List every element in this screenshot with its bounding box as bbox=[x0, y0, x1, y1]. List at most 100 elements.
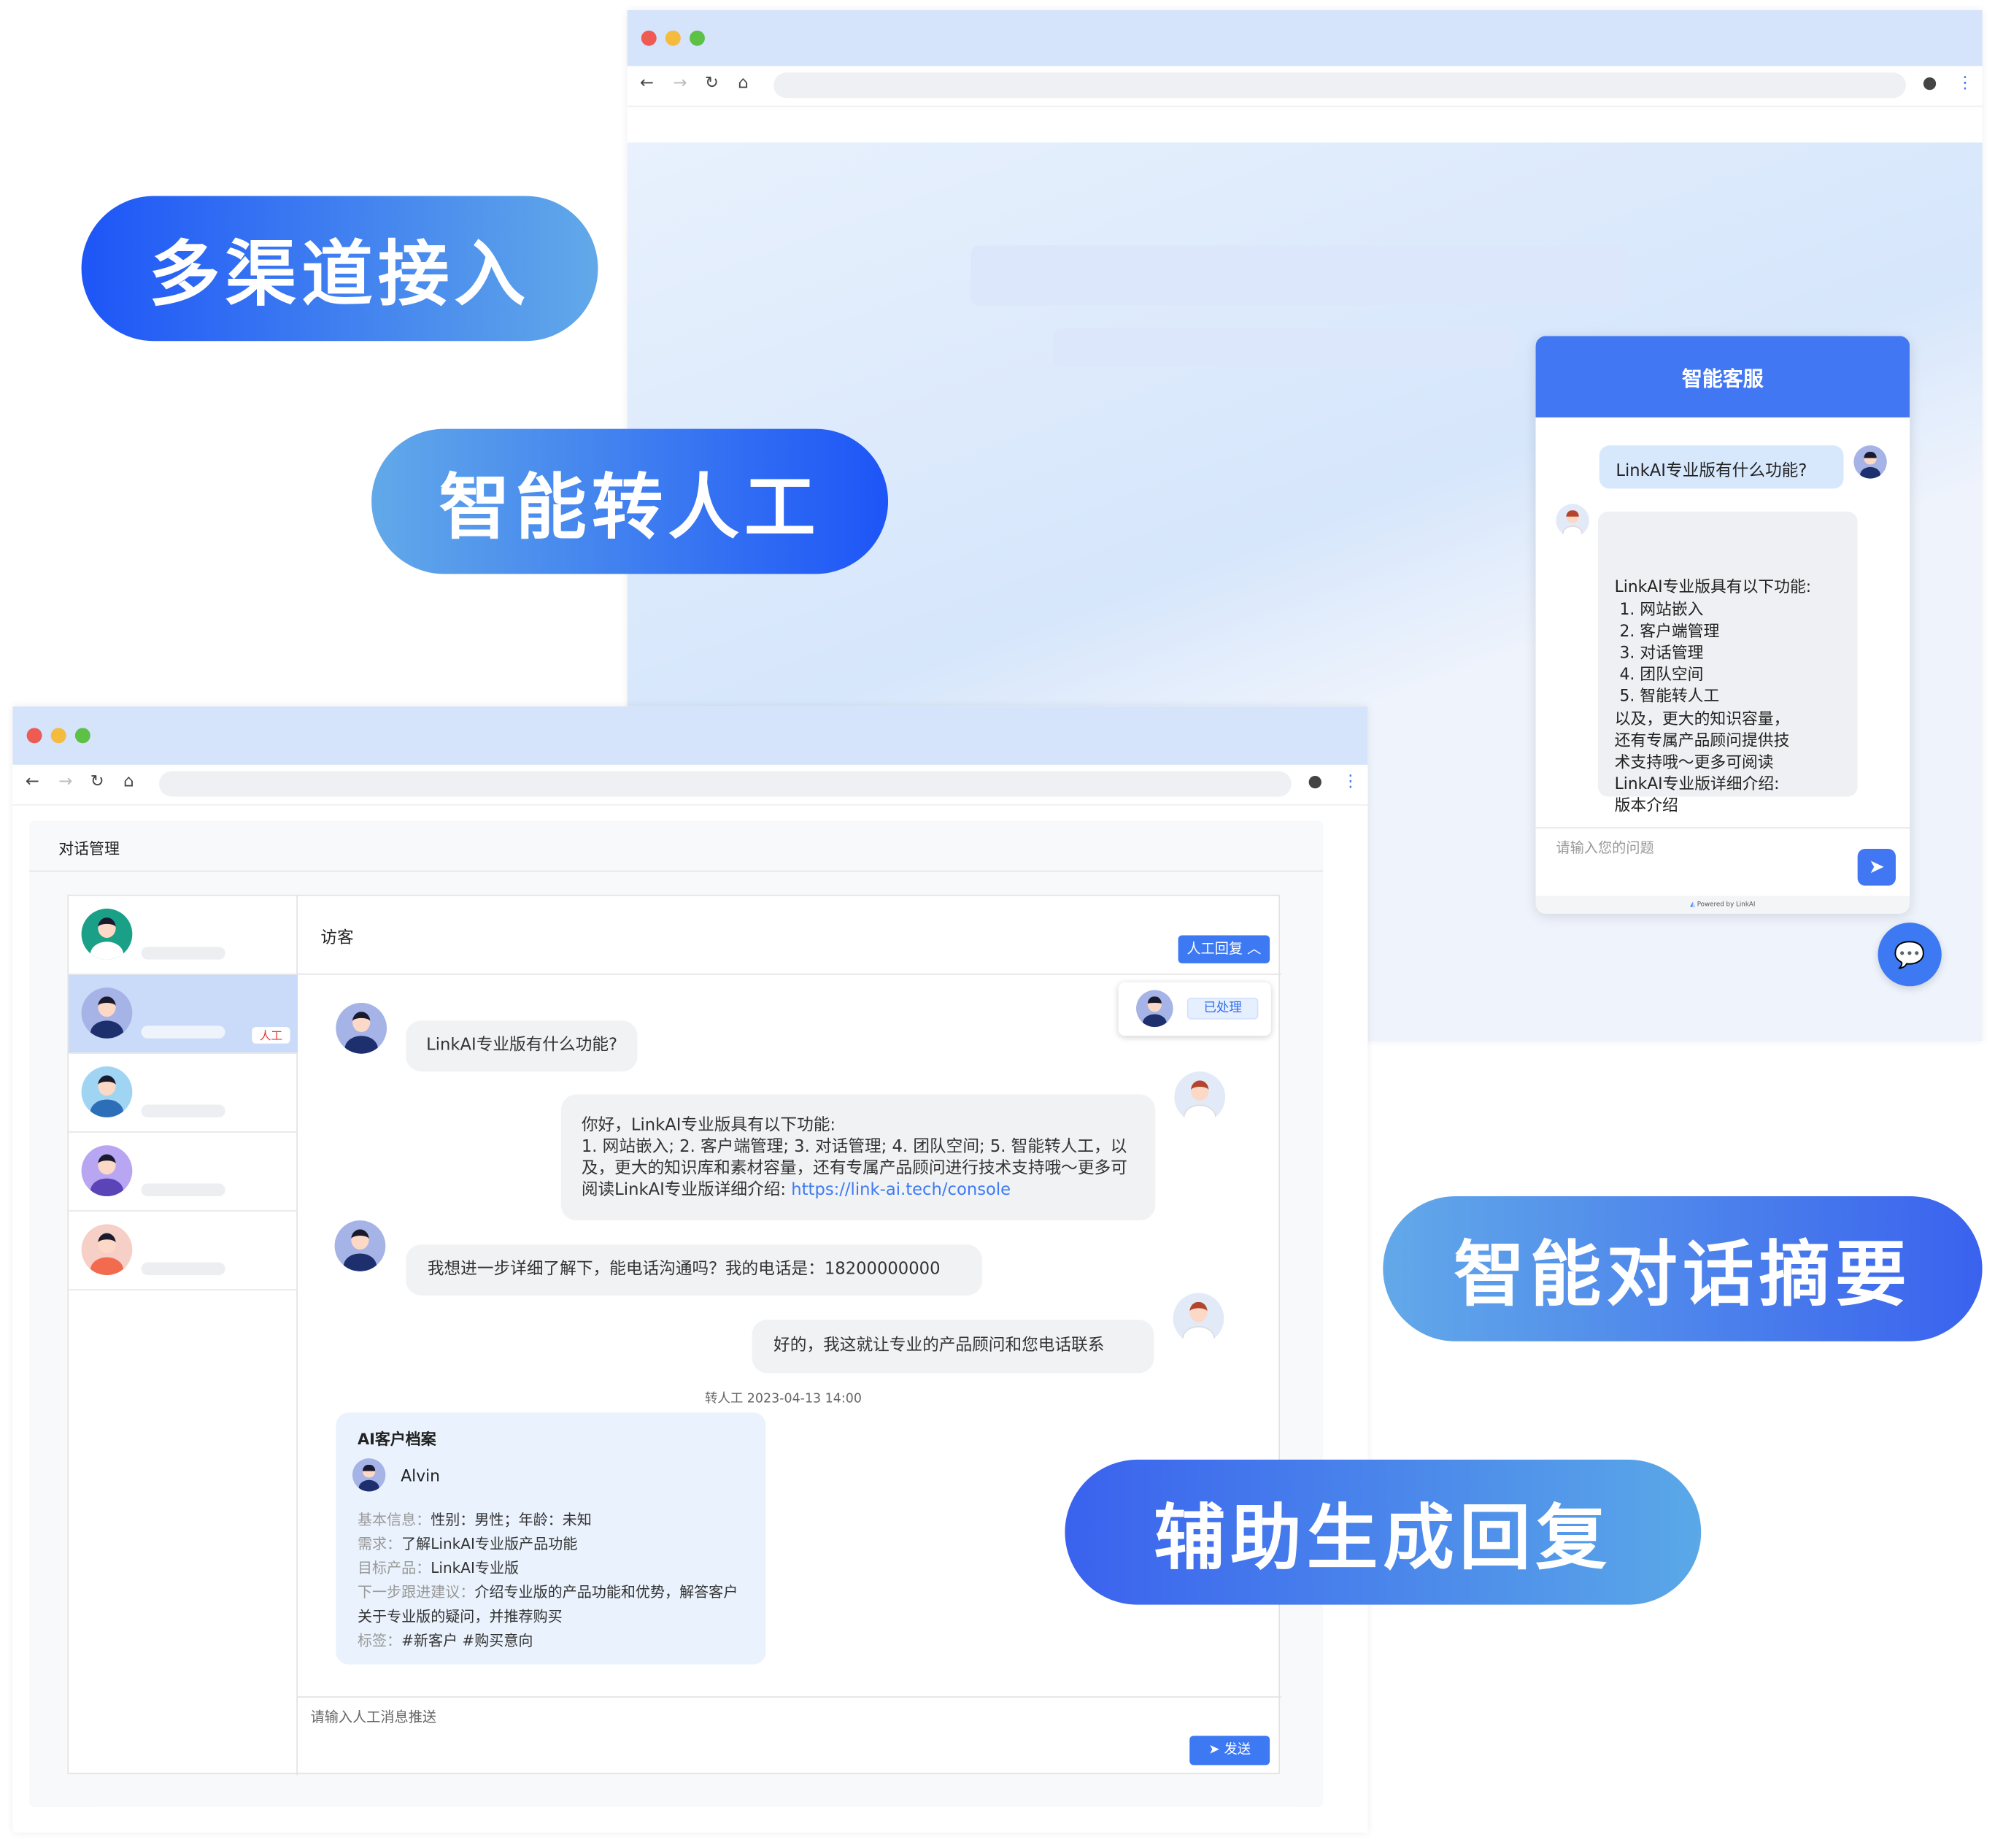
bot-avatar bbox=[1556, 504, 1589, 537]
browser-toolbar: ← → ↻ ⌂ ● ⋮ bbox=[12, 764, 1368, 806]
transfer-note: 转人工 2023-04-13 14:00 bbox=[704, 1392, 862, 1406]
send-button[interactable]: ➤ 发送 bbox=[1189, 1736, 1270, 1766]
feature-pill: 辅助生成回复 bbox=[1065, 1459, 1702, 1605]
list-item[interactable] bbox=[69, 896, 298, 975]
send-icon: ➤ bbox=[1208, 1741, 1224, 1757]
title-bar bbox=[12, 706, 1368, 765]
handled-card[interactable]: 已处理 bbox=[1118, 982, 1271, 1036]
console-panel: 对话管理 人工 访客 人工回复 ︿ 已处理 bbox=[29, 820, 1324, 1807]
powered-by: ◭ Powered by LinkAI bbox=[1535, 896, 1910, 914]
bot-line: LinkAI专业版具有以下功能: bbox=[1614, 577, 1812, 596]
bot-message-bubble: LinkAI专业版具有以下功能: 1. 网站嵌入 2. 客户端管理 3. 对话管… bbox=[1597, 511, 1858, 815]
close-dot[interactable] bbox=[641, 30, 657, 46]
profile-row-value: 介绍专业版的产品功能和优势，解答客户关于专业版的疑问，并推荐购买 bbox=[357, 1583, 738, 1625]
profile-row: 下一步跟进建议：介绍专业版的产品功能和优势，解答客户关于专业版的疑问，并推荐购买 bbox=[358, 1581, 746, 1629]
bot-line: 4. 团队空间 bbox=[1614, 664, 1704, 684]
list-item[interactable] bbox=[69, 1054, 298, 1133]
widget-send-button[interactable]: ➤ bbox=[1857, 848, 1896, 886]
avatar bbox=[81, 908, 133, 960]
address-bar[interactable] bbox=[158, 771, 1292, 797]
reload-icon[interactable]: ↻ bbox=[90, 772, 104, 792]
visitor-label: 访客 bbox=[320, 928, 354, 948]
chat-widget: 智能客服 LinkAI专业版有什么功能? LinkAI专业版具有以下功能: 1.… bbox=[1535, 336, 1910, 914]
bot-line: 2. 客户端管理 bbox=[1614, 620, 1720, 640]
back-icon[interactable]: ← bbox=[25, 772, 39, 792]
avatar bbox=[81, 987, 133, 1039]
chat-bubble-icon: 💬 bbox=[1894, 939, 1926, 970]
profile-name: Alvin bbox=[401, 1466, 440, 1485]
browser-toolbar: ← → ↻ ⌂ ● ⋮ bbox=[627, 66, 1983, 107]
chevron-up-icon: ︿ bbox=[1247, 940, 1262, 958]
chat-launcher-button[interactable]: 💬 bbox=[1878, 923, 1942, 987]
list-item-selected[interactable]: 人工 bbox=[69, 974, 298, 1054]
list-item[interactable] bbox=[69, 1133, 298, 1212]
agent-avatar bbox=[1174, 1071, 1226, 1123]
placeholder-bar bbox=[971, 245, 1628, 306]
visitor-message: LinkAI专业版有什么功能? bbox=[406, 1020, 638, 1072]
profile-avatar bbox=[352, 1458, 386, 1492]
forward-icon[interactable]: → bbox=[58, 772, 73, 792]
avatar bbox=[81, 1224, 133, 1276]
profile-icon[interactable]: ● bbox=[1922, 74, 1937, 93]
widget-header: 智能客服 bbox=[1535, 336, 1910, 417]
send-icon: ➤ bbox=[1868, 855, 1885, 879]
profile-row-value: #新客户 #购买意向 bbox=[401, 1631, 533, 1649]
bot-line: 版本介绍 bbox=[1614, 796, 1678, 815]
user-message-bubble: LinkAI专业版有什么功能? bbox=[1599, 445, 1844, 489]
feature-pill: 智能对话摘要 bbox=[1383, 1196, 1983, 1341]
home-icon[interactable]: ⌂ bbox=[123, 772, 134, 792]
avatar bbox=[81, 1066, 133, 1117]
avatar bbox=[81, 1145, 133, 1196]
conversation-box: 人工 访客 人工回复 ︿ 已处理 LinkAI专业版有什么功能? 你好，Link… bbox=[67, 894, 1281, 1776]
user-avatar bbox=[1853, 445, 1887, 479]
list-item[interactable] bbox=[69, 1212, 298, 1291]
profile-title: AI客户档案 bbox=[357, 1430, 436, 1449]
close-dot[interactable] bbox=[26, 728, 42, 744]
menu-icon[interactable]: ⋮ bbox=[1342, 772, 1359, 792]
profile-row-value: 了解LinkAI专业版产品功能 bbox=[401, 1534, 578, 1553]
reload-icon[interactable]: ↻ bbox=[704, 74, 719, 93]
profile-icon[interactable]: ● bbox=[1308, 772, 1323, 792]
profile-row: 需求：了解LinkAI专业版产品功能 bbox=[358, 1532, 746, 1556]
bot-line: 3. 对话管理 bbox=[1614, 642, 1704, 662]
forward-icon[interactable]: → bbox=[673, 74, 687, 93]
agent-message: 好的，我这就让专业的产品顾问和您电话联系 bbox=[752, 1320, 1154, 1374]
bot-lines: LinkAI专业版具有以下功能: 1. 网站嵌入 2. 客户端管理 3. 对话管… bbox=[1615, 576, 1841, 817]
page-title: 对话管理 bbox=[58, 839, 120, 858]
manual-message-input[interactable]: 请输入人工消息推送 bbox=[310, 1709, 437, 1726]
profile-row: 目标产品：LinkAI专业版 bbox=[358, 1556, 746, 1580]
profile-row-label: 下一步跟进建议： bbox=[357, 1583, 475, 1601]
bot-line: 5. 智能转人工 bbox=[1614, 686, 1720, 706]
minimize-dot[interactable] bbox=[665, 30, 681, 46]
minimize-dot[interactable] bbox=[50, 728, 66, 744]
bot-line: 以及，更大的知识容量， bbox=[1614, 708, 1790, 728]
profile-row-label: 目标产品： bbox=[357, 1558, 431, 1577]
feature-pill: 多渠道接入 bbox=[81, 196, 598, 342]
placeholder-bar bbox=[1053, 328, 1514, 367]
profile-row-label: 标签： bbox=[357, 1631, 402, 1649]
bot-line: LinkAI专业版详细介绍: bbox=[1614, 774, 1780, 793]
agent-avatar bbox=[1173, 1293, 1224, 1344]
address-bar[interactable] bbox=[773, 72, 1906, 99]
maximize-dot[interactable] bbox=[74, 728, 90, 744]
back-icon[interactable]: ← bbox=[640, 74, 655, 93]
visitor-avatar bbox=[334, 1220, 386, 1271]
widget-input[interactable]: 请输入您的问题 bbox=[1556, 839, 1654, 857]
profile-row-value: LinkAI专业版 bbox=[431, 1558, 520, 1577]
bot-line: 术支持哦～更多可阅读 bbox=[1614, 752, 1774, 771]
browser-window-console: ← → ↻ ⌂ ● ⋮ 对话管理 人工 访客 人工回复 ︿ bbox=[12, 706, 1368, 1833]
home-icon[interactable]: ⌂ bbox=[738, 74, 749, 93]
profile-row-value: 性别：男性；年龄：未知 bbox=[431, 1510, 592, 1529]
linkai-logo-icon: ◭ bbox=[1690, 901, 1697, 909]
conversation-list: 人工 bbox=[69, 896, 298, 1776]
visitor-message: 我想进一步详细了解下，能电话沟通吗？我的电话是：18200000000 bbox=[406, 1244, 983, 1295]
divider bbox=[298, 1696, 1281, 1698]
menu-icon[interactable]: ⋮ bbox=[1956, 74, 1974, 93]
manual-reply-button[interactable]: 人工回复 ︿ bbox=[1178, 935, 1270, 963]
console-link[interactable]: https://link-ai.tech/console bbox=[791, 1181, 1011, 1201]
visitor-avatar bbox=[336, 1002, 387, 1054]
maximize-dot[interactable] bbox=[690, 30, 705, 46]
bot-line: 还有专属产品顾问提供技 bbox=[1614, 730, 1790, 750]
widget-divider bbox=[1535, 827, 1910, 829]
agent-message: 你好，LinkAI专业版具有以下功能: 1. 网站嵌入; 2. 客户端管理; 3… bbox=[560, 1094, 1156, 1221]
